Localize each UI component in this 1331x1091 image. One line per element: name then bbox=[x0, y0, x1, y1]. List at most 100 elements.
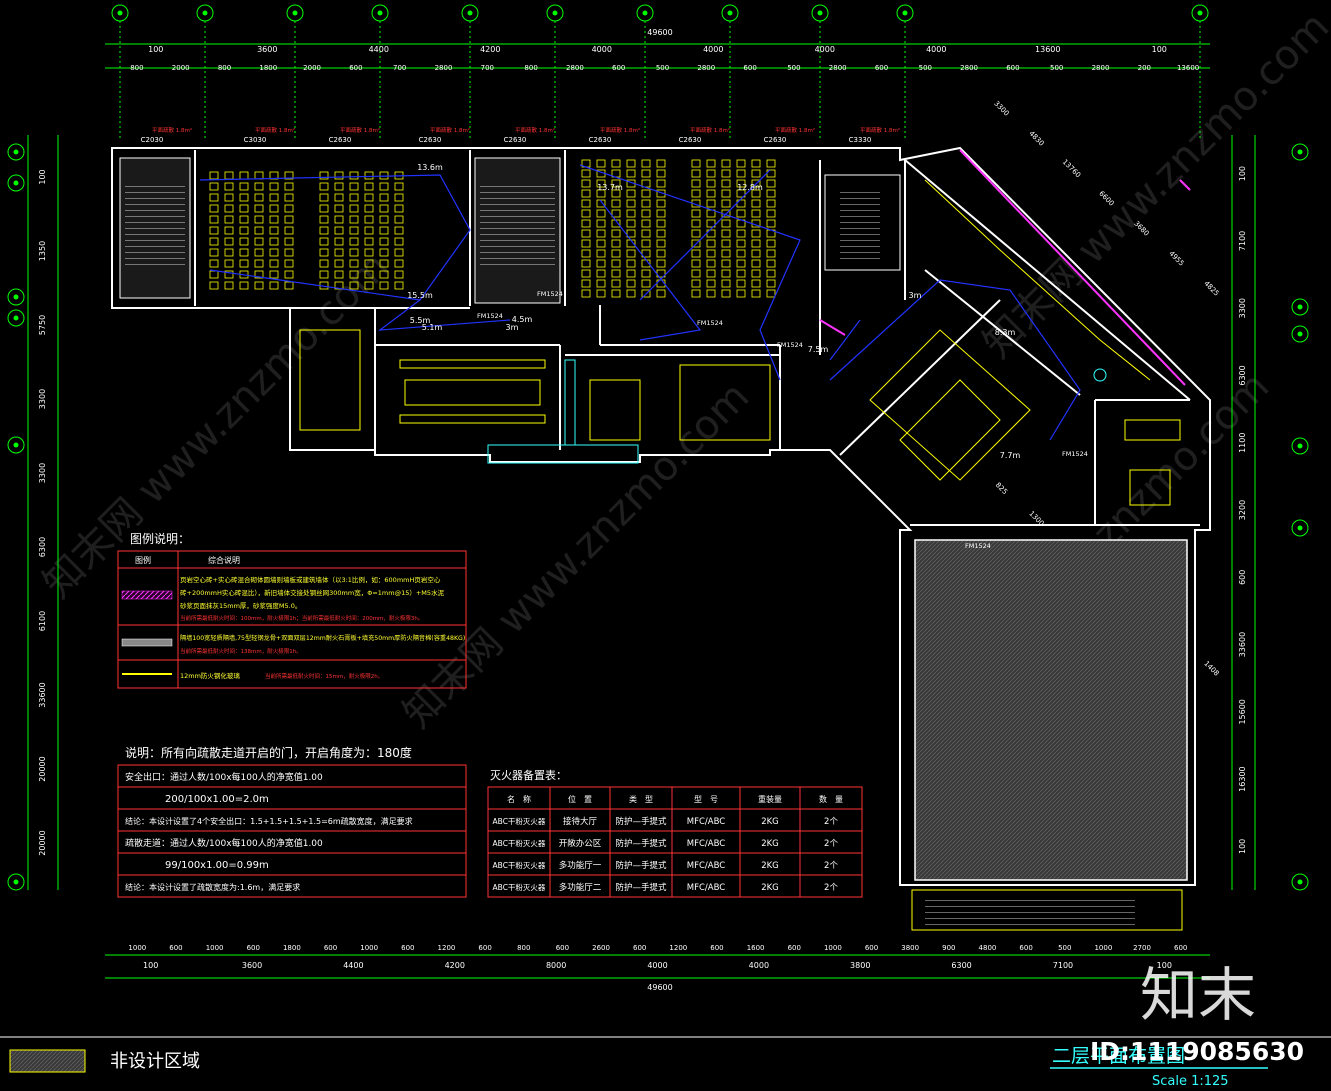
seat bbox=[611, 209, 621, 218]
seat bbox=[334, 193, 344, 202]
seat bbox=[364, 237, 374, 246]
seat bbox=[691, 259, 701, 268]
distance-label: 15.5m bbox=[407, 291, 433, 300]
seat bbox=[596, 269, 606, 278]
distance-label: 8.3m bbox=[995, 328, 1016, 337]
axis-bubble bbox=[896, 4, 914, 140]
door-label: FM1524 bbox=[697, 319, 723, 327]
seat bbox=[736, 159, 746, 168]
seat bbox=[254, 248, 264, 257]
seat bbox=[334, 182, 344, 191]
seat bbox=[224, 270, 234, 279]
seat bbox=[349, 193, 359, 202]
seat bbox=[269, 237, 279, 246]
window-area-label: 平面疏散 1.8m² bbox=[430, 126, 470, 134]
window-label: C3330 bbox=[849, 136, 872, 144]
seat bbox=[656, 229, 666, 238]
extinguisher-header: 数 量 bbox=[819, 794, 843, 804]
drawing-scale: Scale 1:125 bbox=[1152, 1074, 1229, 1089]
seat bbox=[611, 229, 621, 238]
dimension-value: 600 bbox=[743, 64, 756, 72]
seat bbox=[269, 182, 279, 191]
seat bbox=[364, 204, 374, 213]
seat bbox=[254, 171, 264, 180]
dimension-value: 3300 bbox=[38, 389, 47, 409]
seat bbox=[239, 226, 249, 235]
distance-label: 5.5m bbox=[410, 316, 431, 325]
window-area-label: 平面疏散 1.8m² bbox=[775, 126, 815, 134]
seat bbox=[284, 248, 294, 257]
seat bbox=[394, 215, 404, 224]
dimension-value: 6300 bbox=[951, 961, 971, 970]
seat bbox=[379, 226, 389, 235]
seat bbox=[721, 189, 731, 198]
seat bbox=[379, 281, 389, 290]
seat bbox=[641, 209, 651, 218]
seat bbox=[596, 219, 606, 228]
dim-overall-top: 49600 bbox=[647, 28, 672, 37]
seat bbox=[349, 259, 359, 268]
dimension-value: 500 bbox=[1050, 64, 1063, 72]
seat bbox=[626, 249, 636, 258]
seat bbox=[691, 279, 701, 288]
seat bbox=[736, 209, 746, 218]
extinguisher-cell: 多功能厅二 bbox=[559, 882, 602, 893]
dimension-value: 600 bbox=[478, 944, 491, 952]
seat bbox=[284, 270, 294, 279]
seat bbox=[581, 199, 591, 208]
axis-bubble bbox=[721, 4, 739, 140]
door-label: FM1524 bbox=[777, 341, 803, 349]
seat bbox=[706, 199, 716, 208]
seat bbox=[224, 215, 234, 224]
dimension-value: 3200 bbox=[1238, 500, 1247, 520]
seat bbox=[224, 182, 234, 191]
seat bbox=[656, 249, 666, 258]
seat bbox=[209, 248, 219, 257]
extinguisher-block: 灭火器备置表： 名 称位 置类 型型 号重装量数 量ABC干粉灭火器接待大厅防护… bbox=[487, 768, 863, 898]
seat bbox=[706, 279, 716, 288]
magenta-walls bbox=[819, 149, 1191, 386]
dimension-value: 600 bbox=[556, 944, 569, 952]
seat bbox=[721, 249, 731, 258]
seat bbox=[254, 193, 264, 202]
seat bbox=[239, 281, 249, 290]
extinguisher-cell: MFC/ABC bbox=[687, 861, 726, 871]
seat bbox=[766, 279, 776, 288]
legend-row3-b: 当前所需最低耐火时间：15mm，耐火极限2h。 bbox=[265, 672, 383, 680]
seat bbox=[721, 179, 731, 188]
seat bbox=[596, 239, 606, 248]
seat bbox=[319, 215, 329, 224]
extinguisher-cell: 防护—手提式 bbox=[615, 860, 667, 871]
seat bbox=[626, 199, 636, 208]
seat bbox=[596, 209, 606, 218]
dimension-value: 900 bbox=[942, 944, 955, 952]
axis-bubble bbox=[7, 436, 25, 454]
extinguisher-cell: 防护—手提式 bbox=[615, 816, 667, 827]
seat bbox=[691, 239, 701, 248]
seat bbox=[721, 279, 731, 288]
legend-row2-b: 当前所需最低耐火时间：138mm，耐火极限1h。 bbox=[180, 647, 302, 655]
window-label: C3030 bbox=[244, 136, 267, 144]
seat bbox=[611, 199, 621, 208]
seat bbox=[751, 259, 761, 268]
seat bbox=[721, 259, 731, 268]
seat bbox=[364, 270, 374, 279]
dimension-value-diagonal: 1408 bbox=[1202, 659, 1220, 677]
dimension-value: 3600 bbox=[257, 45, 277, 54]
seat bbox=[269, 193, 279, 202]
dim-overall-bottom: 49600 bbox=[647, 983, 672, 992]
seat bbox=[379, 204, 389, 213]
seat bbox=[334, 226, 344, 235]
seat bbox=[254, 259, 264, 268]
dimension-value: 4000 bbox=[703, 45, 723, 54]
extinguisher-cell: 2KG bbox=[761, 861, 779, 871]
seat bbox=[379, 259, 389, 268]
seat bbox=[349, 237, 359, 246]
dimension-value: 100 bbox=[1152, 45, 1167, 54]
axis-bubble bbox=[461, 4, 479, 140]
seat bbox=[596, 229, 606, 238]
seat bbox=[224, 226, 234, 235]
seat bbox=[721, 199, 731, 208]
